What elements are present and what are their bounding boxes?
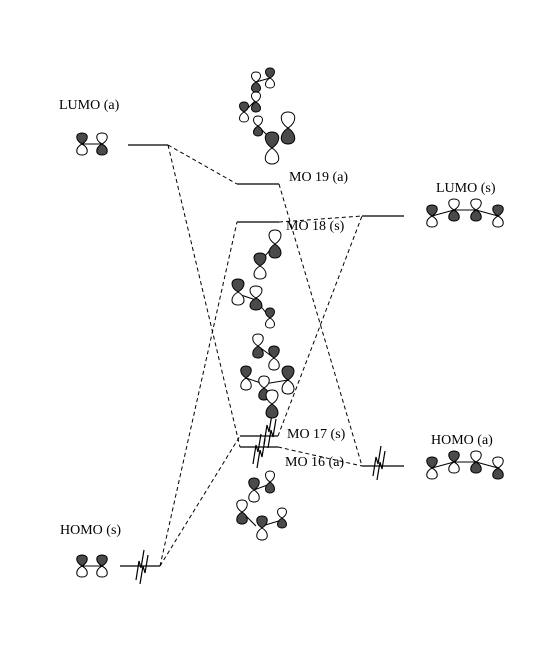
label-mo19: MO 19 (a) bbox=[289, 170, 348, 185]
mo19-orbital bbox=[239, 67, 296, 165]
electron-pair-mo16 bbox=[252, 433, 266, 469]
homo-s-orbital bbox=[76, 554, 108, 578]
label-lumo-s: LUMO (s) bbox=[436, 181, 496, 196]
label-mo18: MO 18 (s) bbox=[286, 219, 345, 234]
mo18-orbital bbox=[231, 229, 282, 329]
label-mo17: MO 17 (s) bbox=[287, 427, 346, 442]
electron-pair-homo-s bbox=[135, 549, 149, 585]
label-lumo-a: LUMO (a) bbox=[59, 98, 120, 113]
mo16-orbital bbox=[236, 470, 287, 541]
label-homo-s: HOMO (s) bbox=[60, 523, 121, 538]
electron-pair-homo-a bbox=[372, 445, 386, 481]
lumo-s-orbital bbox=[426, 198, 504, 228]
orbital-pictures bbox=[76, 67, 504, 578]
label-homo-a: HOMO (a) bbox=[431, 433, 493, 448]
label-mo16: MO 16 (a) bbox=[285, 455, 344, 470]
homo-a-orbital bbox=[426, 450, 504, 480]
correlation-lines bbox=[159, 144, 363, 567]
lumo-a-orbital bbox=[76, 132, 108, 156]
electron-pair-mo17 bbox=[263, 413, 277, 449]
mo17-orbital bbox=[240, 333, 295, 419]
